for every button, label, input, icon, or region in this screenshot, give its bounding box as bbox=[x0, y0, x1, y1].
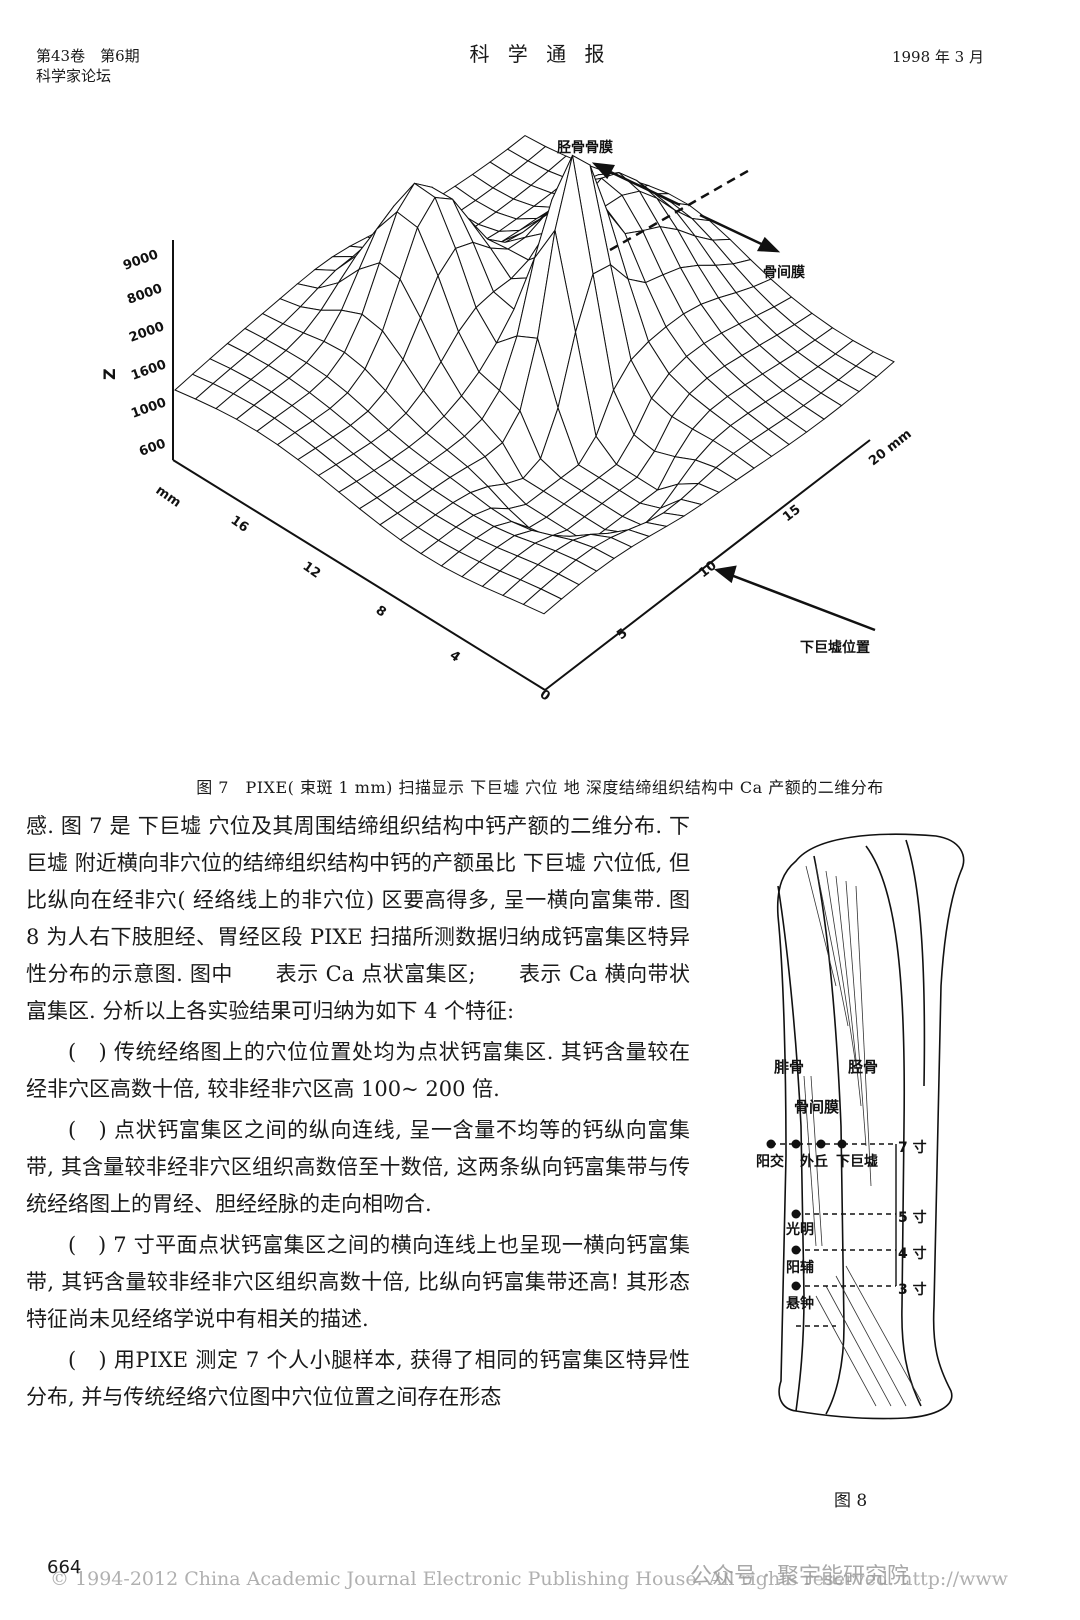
label-3-cun: 3 寸 bbox=[898, 1281, 927, 1298]
z-tick: 1000 bbox=[129, 395, 168, 421]
wireframe-mesh bbox=[174, 135, 895, 615]
label-4-cun: 4 寸 bbox=[898, 1245, 927, 1262]
width-axis bbox=[544, 439, 871, 691]
paragraph: ( ) 用PIXE 测定 7 个人小腿样本, 获得了相同的钙富集区特异性分布, … bbox=[26, 1348, 690, 1409]
label-fibula: 腓骨 bbox=[774, 1058, 804, 1076]
xiajuxu-arrow bbox=[722, 570, 876, 632]
acupoint-markers bbox=[766, 1139, 847, 1291]
label-xuanzhong: 悬钟 bbox=[785, 1295, 814, 1312]
interosseous-arrow bbox=[699, 213, 771, 250]
label-tibia-periosteum: 胫骨骨膜 bbox=[557, 139, 613, 156]
arrow-head-icon bbox=[714, 565, 737, 584]
figure-8-caption: 图 8 bbox=[834, 1491, 868, 1511]
label-xiajuxu-position: 下巨墟位置 bbox=[800, 639, 870, 656]
body-text: 感. 图 7 是 下巨墟 穴位及其周围结缔组织结构中钙产额的二维分布. 下巨墟 … bbox=[26, 808, 690, 1416]
paragraph: ( ) 点状钙富集区之间的纵向连线, 呈一含量不均等的钙纵向富集带, 其含量较非… bbox=[26, 1118, 690, 1216]
acupoint-dot-xiajuxu bbox=[837, 1139, 847, 1149]
z-axis-label: Z bbox=[100, 368, 119, 380]
acupoint-dot bbox=[816, 1139, 826, 1149]
volume-issue: 第43卷 第6期 bbox=[36, 47, 140, 65]
wechat-watermark: 公众号 · 聚宇能研究院 bbox=[690, 1564, 909, 1589]
figure-7-surface-plot: 9000 8000 2000 1600 1000 600 Z mm 16 12 … bbox=[100, 135, 915, 704]
acupoint-dot-xuanzhong bbox=[791, 1281, 801, 1291]
z-tick: 8000 bbox=[125, 281, 164, 307]
label-interosseous-membrane: 骨间膜 bbox=[794, 1098, 839, 1116]
mesh-cell bbox=[522, 588, 563, 615]
bone-outline bbox=[776, 833, 965, 1420]
depth-tick: 12 bbox=[300, 559, 323, 582]
label-guangming: 光明 bbox=[785, 1221, 814, 1238]
label-5-cun: 5 寸 bbox=[898, 1209, 927, 1226]
direction-arrows bbox=[591, 162, 876, 632]
bone-hatching bbox=[803, 865, 922, 1407]
z-tick: 600 bbox=[137, 436, 168, 459]
paragraph: ( ) 传统经络图上的穴位位置处均为点状钙富集区. 其钙含量较在经非穴区高数十倍… bbox=[26, 1040, 690, 1101]
paragraph: 感. 图 7 是 下巨墟 穴位及其周围结缔组织结构中钙产额的二维分布. 下巨墟 … bbox=[26, 814, 690, 1023]
copyright-footer: © 1994-2012 China Academic Journal Elect… bbox=[50, 1568, 1008, 1590]
page-number: 664 bbox=[47, 1557, 82, 1578]
width-tick: 20 mm bbox=[866, 427, 914, 469]
depth-tick: 4 bbox=[447, 648, 463, 665]
label-yangjiao: 阳交 bbox=[756, 1153, 784, 1170]
paragraph: ( ) 7 寸平面点状钙富集区之间的横向连线上也呈现一横向钙富集带, 其钙含量较… bbox=[26, 1233, 690, 1331]
z-tick: 1600 bbox=[129, 357, 168, 383]
z-tick: 9000 bbox=[121, 247, 160, 273]
label-xiajuxu: 下巨墟 bbox=[836, 1153, 878, 1170]
depth-tick: 8 bbox=[373, 603, 389, 620]
label-interosseous: 骨间膜 bbox=[763, 264, 805, 281]
dashed-divider bbox=[609, 166, 754, 252]
depth-tick: 16 bbox=[228, 513, 251, 536]
z-tick: 2000 bbox=[127, 319, 166, 345]
section-name: 科学家论坛 bbox=[36, 67, 112, 85]
label-tibia: 胫骨 bbox=[848, 1058, 878, 1076]
label-7-cun: 7 寸 bbox=[898, 1139, 927, 1156]
tibia-periosteum-arrow bbox=[599, 165, 681, 207]
acupoint-dot-guangming bbox=[791, 1209, 801, 1219]
depth-axis bbox=[172, 459, 546, 691]
acupoint-dot-yangjiao bbox=[766, 1139, 776, 1149]
figure-8-leg-diagram: 腓骨 胫骨 骨间膜 阳交 外丘 下巨墟 光明 阳辅 悬钟 7 寸 5 寸 4 寸… bbox=[756, 833, 965, 1420]
depth-unit: mm bbox=[153, 483, 184, 511]
acupoint-dot-waiqiu bbox=[791, 1139, 801, 1149]
label-yangfu: 阳辅 bbox=[786, 1259, 814, 1276]
label-waiqiu: 外丘 bbox=[800, 1153, 828, 1170]
figure-7-caption: 图 7 PIXE( 束斑 1 mm) 扫描显示 下巨墟 穴位 地 深度结缔组织结… bbox=[196, 778, 884, 797]
acupoint-dot-yangfu bbox=[791, 1245, 801, 1255]
running-header-left: 第43卷 第6期 科学家论坛 bbox=[36, 46, 140, 86]
z-tick-labels: 9000 8000 2000 1600 1000 600 Z bbox=[100, 247, 168, 459]
arrow-head-icon bbox=[591, 162, 615, 180]
width-tick: 5 bbox=[614, 626, 630, 643]
arrow-head-icon bbox=[756, 236, 781, 253]
journal-title: 科 学 通 报 bbox=[469, 42, 611, 66]
issue-date: 1998 年 3 月 bbox=[891, 48, 984, 66]
